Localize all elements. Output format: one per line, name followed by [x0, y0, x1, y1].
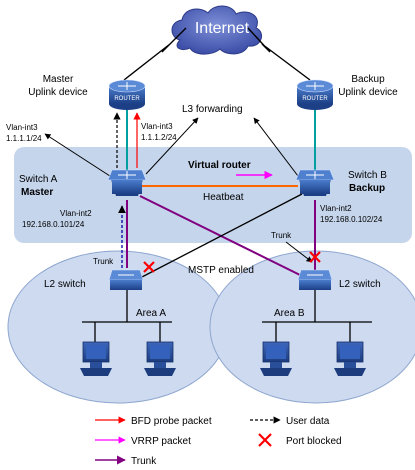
internet-label: Internet — [195, 20, 250, 37]
vlan-int3-a-line2: 1.1.1.1/24 — [6, 134, 42, 143]
legend-trunk-label: Trunk — [131, 456, 157, 467]
trunk-right-label: Trunk — [271, 231, 292, 240]
master-uplink-line2: Uplink device — [28, 87, 88, 98]
area-a-lan — [82, 290, 172, 342]
trunk-a-to-l2b — [139, 195, 301, 276]
master-router-icon: ROUTER — [108, 79, 146, 110]
legend-port-blocked-icon — [258, 433, 272, 447]
switch-a-role: Master — [21, 187, 53, 198]
switch-a-name: Switch A — [19, 174, 58, 185]
area-b-label: Area B — [274, 308, 305, 319]
legend-vrrp-label: VRRP packet — [131, 436, 191, 447]
pc-icon-a1 — [80, 341, 112, 376]
master-router-tag: ROUTER — [114, 96, 140, 102]
l2-switch-right-icon — [297, 269, 333, 290]
internet-cloud-icon: Internet — [171, 5, 263, 55]
port-blocked-icon-right — [309, 251, 321, 263]
l3-forward-arrow-center — [145, 117, 199, 175]
backup-uplink-line1: Backup — [351, 74, 385, 85]
trunk-label-arrow — [285, 241, 313, 263]
switch-b-icon — [295, 169, 335, 196]
area-a-label: Area A — [136, 308, 166, 319]
link-b-to-l2a — [139, 193, 303, 279]
l2-switch-left-label: L2 switch — [44, 279, 86, 290]
backup-router-icon: ROUTER — [296, 79, 334, 110]
switch-a-vlan: Vlan-int2 — [60, 209, 92, 218]
l3-forward-arrow-right — [253, 117, 299, 177]
port-blocked-icon-left — [143, 261, 155, 273]
vlan-int3-b-line1: Vlan-int3 — [141, 122, 173, 131]
switch-b-role: Backup — [349, 183, 385, 194]
l3-forwarding-label: L3 forwarding — [182, 104, 243, 115]
wan-link-master — [123, 27, 187, 81]
pc-icon-b1 — [260, 341, 292, 376]
switch-a-ip: 192.168.0.101/24 — [22, 220, 85, 229]
l2-switch-right-label: L2 switch — [339, 279, 381, 290]
mstp-label: MSTP enabled — [188, 265, 254, 276]
pc-icon-a2 — [144, 341, 176, 376]
l2-switch-left-icon — [108, 269, 144, 290]
l3-forward-arrow-left — [44, 133, 114, 179]
area-b-lan — [262, 290, 372, 342]
pc-icon-b2 — [334, 341, 366, 376]
backup-router-tag: ROUTER — [302, 96, 328, 102]
master-uplink-line1: Master — [43, 74, 74, 85]
backup-uplink-line2: Uplink device — [338, 87, 398, 98]
legend-bfd-label: BFD probe packet — [131, 416, 212, 427]
vlan-int3-a-line1: Vlan-int3 — [6, 123, 38, 132]
switch-b-ip: 192.168.0.102/24 — [320, 215, 383, 224]
virtual-router-label: Virtual router — [188, 160, 251, 171]
wan-link-backup — [247, 27, 311, 81]
legend: BFD probe packet VRRP packet Trunk User … — [95, 416, 342, 467]
switch-b-vlan: Vlan-int2 — [320, 204, 352, 213]
legend-port-blocked-label: Port blocked — [286, 436, 342, 447]
legend-user-data-label: User data — [286, 416, 330, 427]
trunk-left-label: Trunk — [93, 257, 114, 266]
switch-a-icon — [107, 169, 147, 196]
switch-b-name: Switch B — [348, 170, 387, 181]
heatbeat-label: Heatbeat — [203, 192, 244, 203]
vlan-int3-b-line2: 1.1.1.2/24 — [141, 133, 177, 142]
